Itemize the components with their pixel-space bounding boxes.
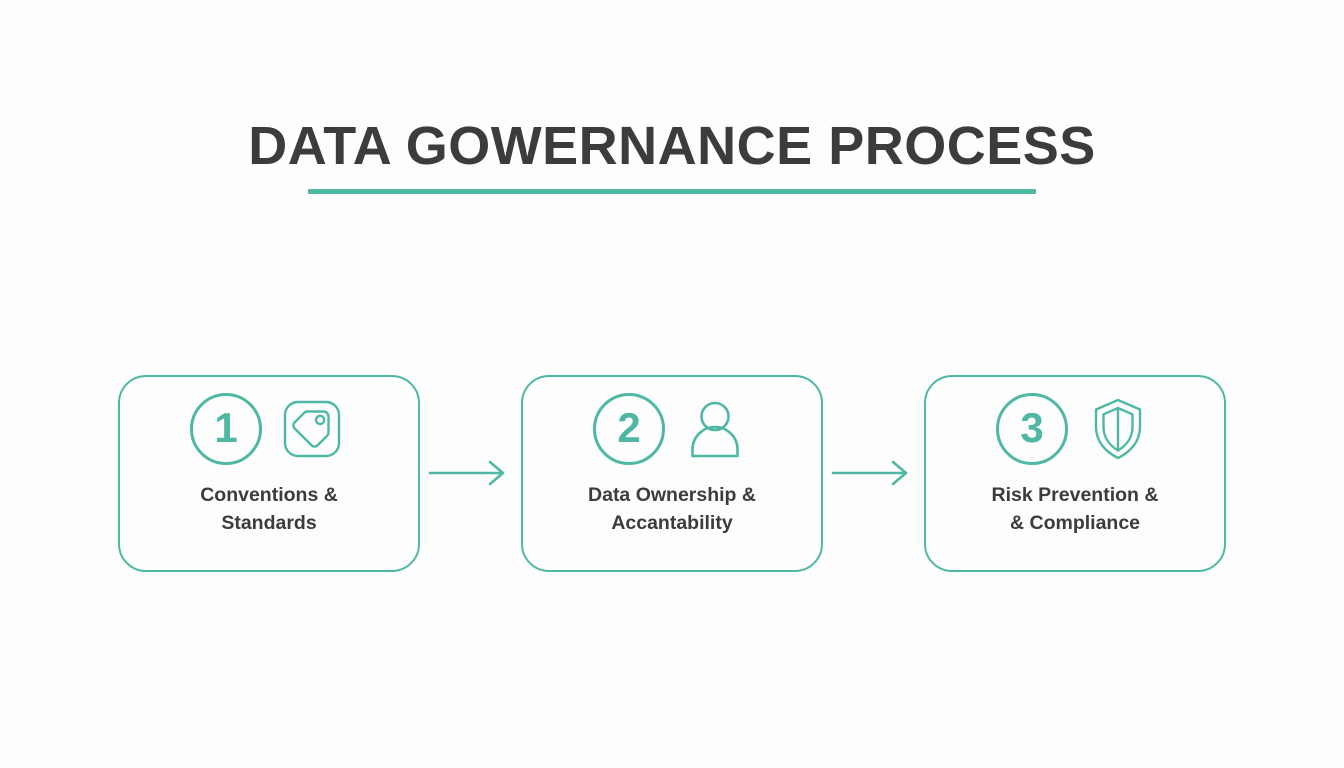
step-card-1-header: 1 — [190, 392, 348, 465]
step-label-line-1: Risk Prevention & — [991, 483, 1159, 506]
process-flow: 1 Conventions & Standards — [118, 374, 1226, 572]
step-number-2: 2 — [617, 403, 641, 451]
arrow-right-icon — [421, 458, 521, 488]
step-number-1: 1 — [214, 403, 238, 451]
tag-icon — [276, 394, 348, 464]
step-label-line-1: Conventions & — [200, 483, 338, 506]
step-number-badge-1: 1 — [190, 392, 262, 465]
step-number-3: 3 — [1020, 403, 1044, 451]
person-icon — [679, 394, 751, 464]
page-title: DATA GOWERNANCE PROCESS — [248, 116, 1096, 176]
step-card-1-label: Conventions & Standards — [134, 481, 404, 539]
step-label-line-1: Data Ownership & — [588, 483, 756, 506]
step-card-2[interactable]: 2 Data Ownership & Accantability — [521, 374, 823, 572]
step-label-line-2: & Compliance — [1009, 512, 1141, 535]
step-card-3-label: Risk Prevention & & Compliance — [940, 481, 1210, 539]
step-label-line-2: Standards — [221, 512, 317, 535]
step-card-3[interactable]: 3 Risk Prevention & & Compliance — [924, 374, 1226, 572]
title-underline-rule — [308, 188, 1036, 194]
step-label-line-2: Accantability — [611, 512, 733, 535]
step-number-badge-3: 3 — [996, 392, 1068, 465]
step-number-badge-2: 2 — [593, 392, 665, 465]
step-card-1[interactable]: 1 Conventions & Standards — [118, 374, 420, 572]
step-card-2-header: 2 — [593, 392, 751, 465]
shield-icon — [1082, 394, 1154, 464]
step-card-2-label: Data Ownership & Accantability — [537, 481, 807, 539]
arrow-right-icon — [824, 458, 924, 488]
title-block: DATA GOWERNANCE PROCESS — [0, 118, 1344, 194]
step-card-3-header: 3 — [996, 392, 1154, 465]
